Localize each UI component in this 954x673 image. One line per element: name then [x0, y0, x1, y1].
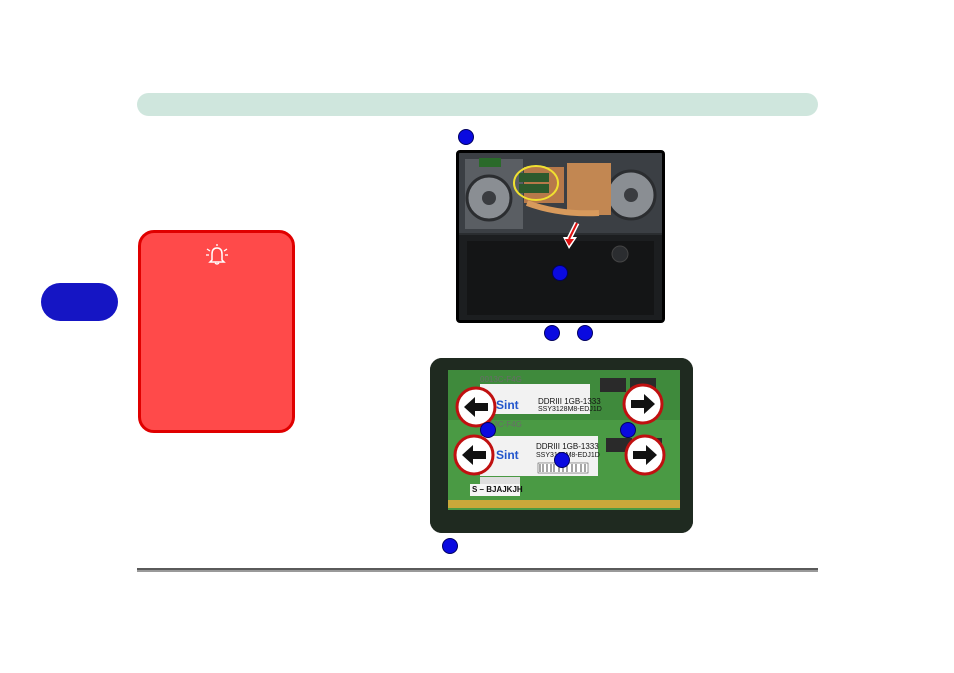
- callout-marker: [552, 265, 568, 281]
- callout-marker: [554, 452, 570, 468]
- ram-spec-top: DDRIII 1GB-1333: [538, 397, 601, 406]
- bell-alarm-icon: [206, 244, 228, 265]
- ram-part-number-top: 0013C-F4G: [480, 375, 522, 384]
- ram-part-number-bottom: 0013C-F4G: [480, 420, 522, 429]
- ram-serial-top: SSY3128M8-EDJ1D: [538, 406, 602, 413]
- arrow-right-icon: [624, 434, 666, 476]
- ram-spec-bottom: DDRIII 1GB-1333: [536, 442, 599, 451]
- arrow-left-icon: [453, 434, 495, 476]
- header-bar: [137, 93, 818, 116]
- callout-marker: [577, 325, 593, 341]
- ram-modules-photo: 0013C-F4G Sint DDRIII 1GB-1333 SSY3128M8…: [430, 358, 693, 533]
- footer-rule-shadow: [137, 568, 818, 570]
- ram-brand-top: Sint: [496, 398, 519, 412]
- ram-sticker: S – BJAJKJH: [472, 485, 523, 494]
- footer-rule: [137, 568, 818, 572]
- ram-brand-bottom: Sint: [496, 448, 519, 462]
- laptop-underside-photo: [456, 150, 665, 323]
- arrow-right-icon: [622, 383, 664, 425]
- chapter-tab: [41, 283, 118, 321]
- callout-marker: [480, 422, 496, 438]
- callout-marker: [442, 538, 458, 554]
- callout-marker: [458, 129, 474, 145]
- warning-box: [138, 230, 295, 433]
- arrow-left-icon: [455, 386, 497, 428]
- callout-marker: [620, 422, 636, 438]
- laptop-underside-illustration: [459, 153, 662, 320]
- callout-marker: [544, 325, 560, 341]
